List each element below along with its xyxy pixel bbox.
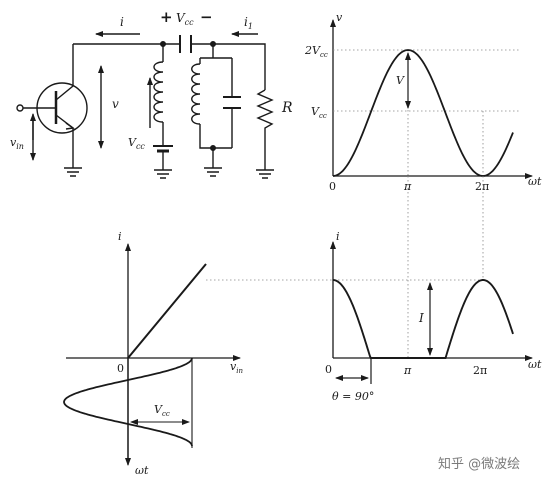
coupling-capacitor	[179, 35, 192, 53]
svg-text:vin: vin	[230, 360, 243, 375]
input-waveform	[63, 357, 193, 447]
svg-text:i1: i1	[244, 15, 253, 31]
tick-x-pi: π	[403, 180, 412, 193]
top-rail-right	[191, 43, 266, 90]
plot-voltage: v ωt 2Vcc Vcc V 0 π 2π	[304, 11, 542, 193]
supply-label: V	[176, 11, 186, 25]
tank-inductor	[191, 63, 201, 125]
transistor-emitter	[55, 114, 74, 168]
wt-down-label: ωt	[135, 464, 149, 477]
current-origin: 0	[325, 363, 332, 376]
transistor-collector	[55, 44, 74, 101]
tick-x-0: 0	[329, 180, 336, 193]
input-voltage-label: v	[10, 136, 17, 149]
ground-emitter	[64, 167, 82, 177]
tick-x-2pi: 2π	[475, 180, 489, 193]
current-x-label: ωt	[528, 358, 542, 371]
current-label-right: i	[244, 15, 248, 29]
plot-transfer: i vin 0 Vcc ωt	[63, 230, 480, 477]
transfer-x-sub: in	[236, 367, 243, 375]
emitter-arrowhead	[65, 122, 75, 130]
current-tick-2pi: 2π	[473, 364, 487, 377]
input-terminal	[16, 104, 24, 112]
tick-vcc-sub: cc	[319, 112, 327, 120]
output-voltage-label: v	[112, 97, 119, 111]
svg-text:Vcc: Vcc	[176, 11, 194, 27]
tank-bottom	[199, 124, 232, 149]
svg-text:vin: vin	[10, 136, 24, 151]
load-resistor	[256, 89, 274, 170]
ground-load	[256, 169, 274, 179]
theta-label: θ = 90°	[332, 390, 374, 403]
rf-choke-coil	[153, 61, 164, 123]
svg-text:Vcc: Vcc	[154, 403, 170, 418]
tank-capacitor	[223, 96, 241, 109]
watermark: 知乎 @微波绘	[438, 456, 520, 472]
circuit-labels: i i1 + Vcc − v vin Vcc R	[10, 8, 293, 151]
ground-choke	[154, 169, 172, 179]
vcc-width-label: V	[154, 403, 163, 416]
connector-guides	[407, 176, 484, 358]
svg-text:2Vcc: 2Vcc	[304, 44, 328, 59]
amp-label: V	[396, 74, 405, 87]
svg-text:Vcc: Vcc	[311, 105, 327, 120]
voltage-x-label: ωt	[528, 175, 542, 188]
transfer-line	[127, 263, 207, 359]
current-tick-pi: π	[403, 364, 412, 377]
tick-vcc: V	[311, 105, 320, 118]
current-waveform	[332, 279, 514, 359]
supply-minus: −	[200, 8, 213, 26]
ground-tank	[204, 167, 222, 177]
vcc-width-sub: cc	[162, 410, 170, 418]
peak-current-label: I	[418, 311, 424, 325]
transfer-y-label: i	[118, 230, 122, 243]
current-axis-label: i	[336, 230, 340, 243]
voltage-axis-label: v	[336, 11, 343, 24]
plot-current: i ωt 0 I π 2π θ = 90°	[325, 230, 542, 403]
tick-2vcc: 2V	[304, 44, 321, 57]
supply-label-sub: cc	[185, 18, 194, 27]
tick-2vcc-sub: cc	[320, 51, 328, 59]
transfer-origin: 0	[117, 362, 124, 375]
supply-plus: +	[160, 8, 173, 26]
input-voltage-sub: in	[16, 142, 24, 151]
svg-text:Vcc: Vcc	[128, 136, 145, 151]
load-label: R	[281, 100, 293, 116]
voltage-waveform	[332, 49, 514, 177]
current-label-left: i	[120, 15, 124, 29]
tank-top	[200, 44, 232, 59]
current-label-right-sub: 1	[248, 22, 253, 31]
bias-label: V	[128, 136, 137, 149]
bias-label-sub: cc	[136, 142, 145, 151]
transfer-x-label: v	[230, 360, 237, 373]
circuit	[16, 31, 274, 179]
